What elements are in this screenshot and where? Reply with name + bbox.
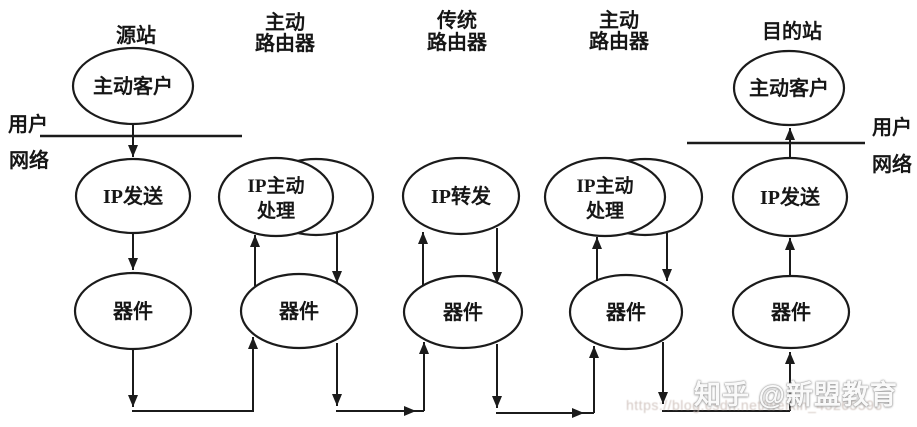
ip-active-left-front-shape [217, 156, 335, 238]
node-ip-active-process-left: IP主动 处理 [217, 156, 375, 238]
node-device-1: 器件 [73, 271, 193, 351]
user-label-left: 用户 [8, 112, 48, 136]
ip-send-left-label: IP发送 [103, 184, 164, 208]
node-ip-active-process-right: IP主动 处理 [543, 156, 704, 238]
destination-station-label: 目的站 [762, 19, 822, 43]
dest-client-shape [732, 49, 846, 127]
ip-forward-shape [401, 156, 521, 236]
bottom-connectors [128, 337, 795, 418]
ip-active-right-front-shape [543, 156, 667, 238]
device-1-shape [73, 271, 193, 351]
network-label-right: 网络 [872, 152, 912, 176]
device-4-label: 器件 [605, 300, 646, 324]
column-headers: 源站 主动 路由器 传统 路由器 主动 路由器 目的站 [116, 8, 822, 55]
ip-active-left-label-line1: IP主动 [247, 175, 304, 197]
device-4-shape [568, 273, 684, 351]
ip-send-right-shape [731, 156, 849, 238]
node-device-5: 器件 [731, 274, 851, 350]
node-ip-forward: IP转发 [401, 156, 521, 236]
device-1-label: 器件 [112, 299, 153, 323]
traditional-router-label-line2: 路由器 [427, 30, 488, 54]
ip-active-right-label-line1: IP主动 [576, 175, 633, 197]
ip-send-left-shape [74, 157, 192, 235]
user-label-right: 用户 [872, 115, 912, 139]
device-2-shape [239, 272, 359, 350]
node-device-3: 器件 [402, 274, 524, 350]
ip-send-right-label: IP发送 [760, 185, 821, 209]
flow-arrows [128, 125, 795, 286]
active-router-left-label-line1: 主动 [265, 10, 305, 34]
ip-active-left-label-line2: 处理 [256, 199, 295, 222]
active-router-left-label-line2: 路由器 [255, 31, 316, 55]
traditional-router-label-line1: 传统 [436, 8, 477, 32]
device-3-shape [402, 274, 524, 350]
dest-client-label: 主动客户 [749, 76, 829, 100]
ip-forward-label: IP转发 [431, 184, 492, 208]
node-ip-send-right: IP发送 [731, 156, 849, 238]
ip-active-right-label-line2: 处理 [585, 199, 624, 222]
boundary-labels: 用户 网络 用户 网络 [8, 112, 912, 176]
node-source-active-client: 主动客户 [71, 46, 195, 126]
source-station-label: 源站 [116, 23, 156, 47]
active-router-right-label-line2: 路由器 [589, 29, 650, 53]
node-device-4: 器件 [568, 273, 684, 351]
node-dest-active-client: 主动客户 [732, 49, 846, 127]
active-router-right-label-line1: 主动 [599, 8, 639, 32]
csdn-url-watermark: https://blog.csdn.net/weixin_43265596 [626, 397, 883, 413]
device-3-label: 器件 [442, 300, 483, 324]
node-device-2: 器件 [239, 272, 359, 350]
device-2-label: 器件 [278, 299, 319, 323]
source-client-shape [71, 46, 195, 126]
zhihu-brand-watermark: 知乎 @新盟教育 [694, 380, 898, 410]
node-ip-send-left: IP发送 [74, 157, 192, 235]
device-5-label: 器件 [770, 300, 811, 324]
source-client-label: 主动客户 [93, 74, 173, 98]
device-5-shape [731, 274, 851, 350]
network-label-left: 网络 [9, 148, 49, 172]
